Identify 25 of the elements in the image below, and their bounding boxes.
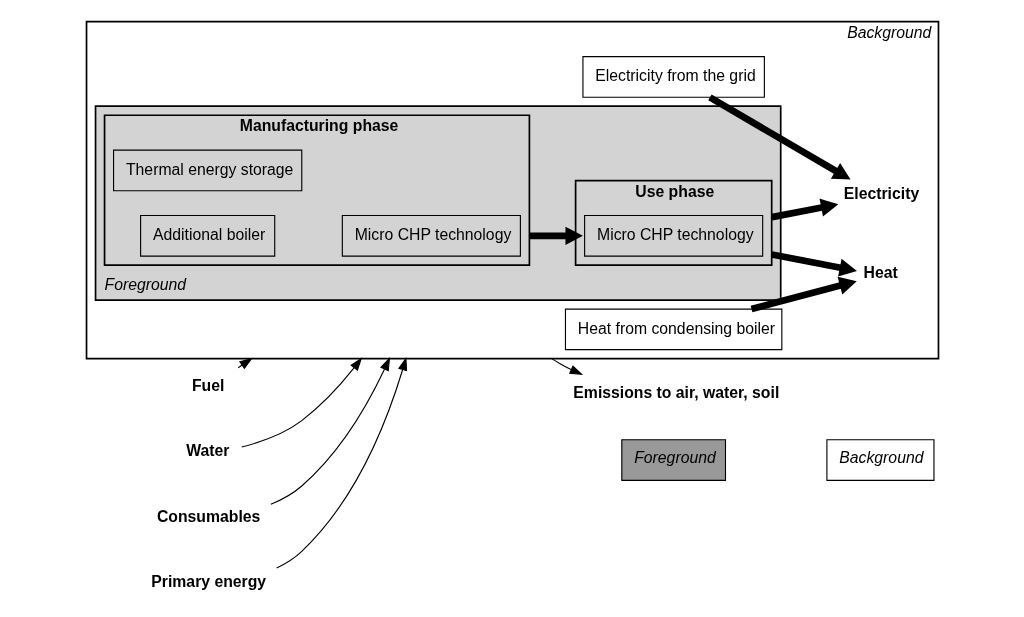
node-text: Electricity (843, 185, 919, 203)
arrow (269, 357, 390, 505)
arrow (528, 226, 583, 245)
arrow (550, 358, 583, 375)
arrow (770, 198, 838, 221)
arrow (707, 94, 851, 180)
node-box: Micro CHP technology (341, 214, 521, 257)
node-text: Fuel (191, 376, 224, 394)
arrow (750, 276, 857, 313)
node-text: Primary energy (150, 573, 266, 591)
arrow (275, 357, 407, 569)
node-text: Water (185, 442, 229, 460)
arrow (240, 357, 362, 448)
arrow (770, 251, 857, 277)
node-box: Thermal energy storage (112, 149, 302, 192)
node-box: Micro CHP technology (583, 214, 763, 257)
legend-label: Foreground (633, 449, 716, 467)
node-text: Heat (863, 264, 898, 282)
node-box: Heat from condensing boiler (564, 308, 782, 351)
node-box: Electricity from the grid (581, 56, 765, 98)
node-text: Emissions to air, water, soil (572, 383, 779, 401)
arrow (237, 357, 253, 370)
node-text: Consumables (156, 507, 260, 525)
node-box: Additional boiler (139, 214, 275, 257)
legend-label: Background (838, 449, 923, 467)
